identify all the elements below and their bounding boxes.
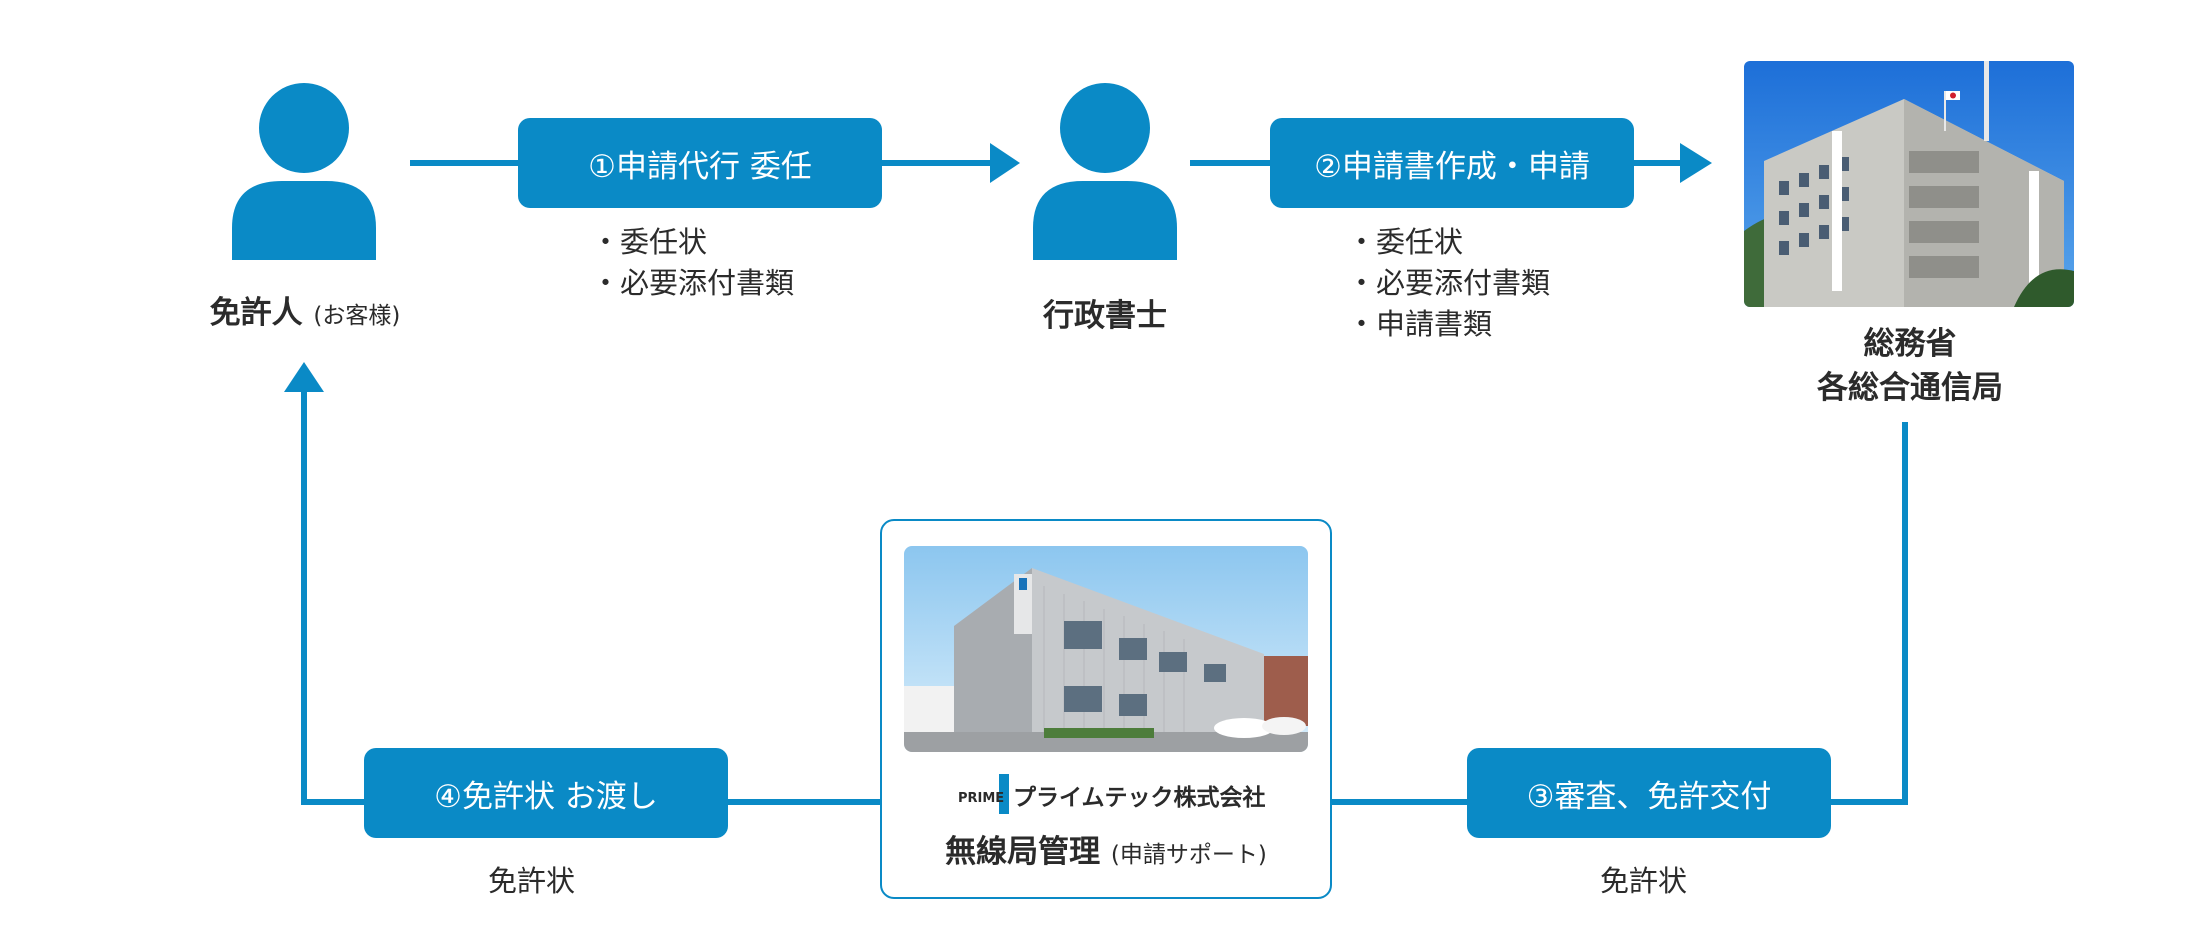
company-service-label: 無線局管理 (申請サポート) — [945, 834, 1267, 870]
step-2-application: ②申請書作成・申請 — [1270, 118, 1634, 208]
licensee-label: 免許人 (お客様) — [209, 295, 401, 331]
company-building-photo — [904, 546, 1308, 752]
licensee-person-icon — [232, 83, 376, 260]
step-2-documents: 委任状 必要添付書類 申請書類 — [1347, 222, 1550, 345]
scrivener-label: 行政書士 — [1043, 298, 1167, 334]
step-3-review-issuance: ③審査、免許交付 — [1467, 748, 1831, 838]
step-4-license-delivery: ④免許状 お渡し — [364, 748, 728, 838]
company-name: プライムテック株式会社 — [1013, 785, 1266, 811]
company-logo-mark: PRIME — [958, 774, 1009, 814]
company-logo: PRIME TEC プライムテック株式会社 — [957, 774, 1266, 815]
company-card: PRIME TEC プライムテック株式会社 無線局管理 (申請サポート) — [880, 519, 1332, 899]
scrivener-person-icon — [1033, 83, 1177, 260]
flow-line-4 — [301, 386, 880, 805]
arrow-head-2 — [1680, 143, 1712, 183]
arrow-head-4 — [284, 362, 324, 392]
step-1-documents: 委任状 必要添付書類 — [591, 222, 794, 304]
document-item: 必要添付書類 — [1347, 263, 1550, 304]
step-4-document: 免許状 — [488, 864, 576, 898]
document-item: 申請書類 — [1347, 304, 1550, 345]
document-item: 委任状 — [1347, 222, 1550, 263]
step-3-document: 免許状 — [1600, 864, 1688, 898]
document-item: 必要添付書類 — [591, 263, 794, 304]
flow-line-3 — [1330, 422, 1908, 805]
svg-text:PRIME: PRIME — [958, 791, 1004, 806]
ministry-label: 総務省 各総合通信局 — [1817, 326, 2003, 406]
document-item: 委任状 — [591, 222, 794, 263]
arrow-head-1 — [990, 143, 1020, 183]
ministry-building-photo — [1744, 61, 2074, 307]
company-logo-tec: TEC — [957, 814, 958, 815]
step-1-delegation: ①申請代行 委任 — [518, 118, 882, 208]
